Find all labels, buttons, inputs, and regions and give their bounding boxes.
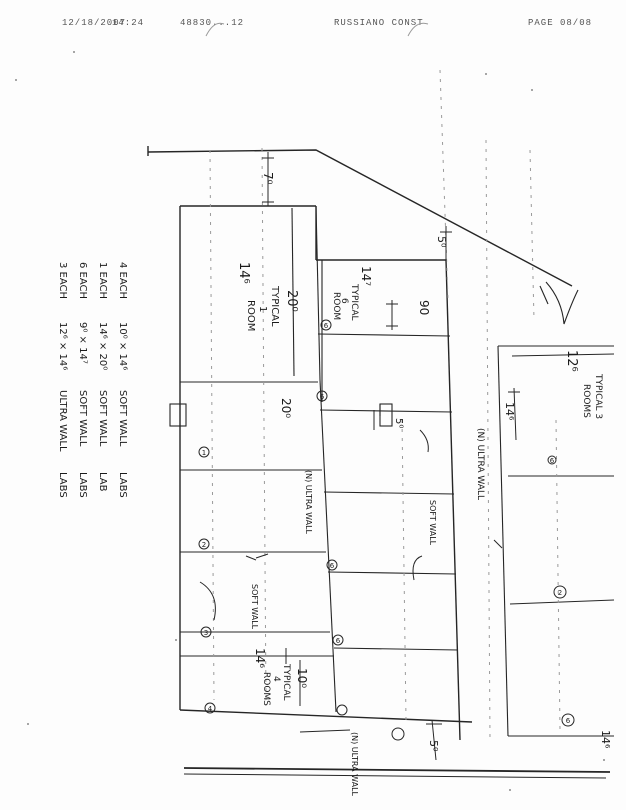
- dimension-7: 7⁰: [261, 172, 275, 185]
- room-20-count: 1: [257, 306, 268, 312]
- room-10-count: 4: [271, 676, 281, 682]
- soft-wall-left-label: SOFT WALL: [250, 584, 259, 630]
- legend-type-2: LABS: [77, 472, 88, 498]
- room-20-typical: TYPICAL: [269, 285, 280, 327]
- dimension-5-mid: 5⁰: [393, 418, 404, 428]
- room-tag-numbers: 6 6 1 2 3 4 6 6 2 6 6: [202, 322, 571, 725]
- legend-size-3: 14⁶ × 20⁰: [97, 322, 108, 370]
- room-20-depth: 14⁶: [236, 262, 251, 284]
- fax-time: 14:24: [112, 18, 145, 28]
- legend-type-4: LABS: [117, 472, 128, 498]
- legend-qty-4: 4 EACH: [117, 262, 128, 299]
- dimension-20-mid: 20⁰: [279, 398, 293, 418]
- room-tag: 3: [204, 629, 208, 637]
- punch-hole-mark: [205, 22, 225, 37]
- legend-qty-1: 3 EACH: [57, 262, 68, 299]
- legend-type-1: LABS: [57, 472, 68, 498]
- room-10-depth: 14⁶: [253, 648, 267, 668]
- scan-specks: [15, 51, 605, 791]
- room-20-room: ROOM: [245, 300, 256, 331]
- room-9-count: 6: [339, 298, 349, 304]
- fax-header: 12/18/2007 14:24 48830...12 RUSSIANO CON…: [0, 18, 626, 38]
- ultra-wall-right-label: (N) ULTRA WALL: [475, 428, 485, 500]
- fax-number: 48830...12: [180, 18, 245, 28]
- right-wing-rooms: [497, 281, 615, 737]
- room-10-rooms: ROOMS: [261, 672, 271, 706]
- room-tag-circles: [198, 319, 575, 741]
- punch-hole-mark: [407, 22, 429, 37]
- room-9-width: 90: [417, 300, 431, 315]
- legend-type-3: LAB: [97, 472, 108, 492]
- fax-page-number: PAGE 08/08: [528, 18, 593, 28]
- dimension-5-top: 5⁰: [435, 236, 448, 248]
- legend-qty-2: 6 EACH: [77, 262, 88, 299]
- room-146-mid: 14⁶: [503, 402, 516, 421]
- room-tag: 6: [566, 717, 571, 725]
- room-tag: 1: [202, 449, 206, 457]
- dimension-14-bottom: 14⁶: [599, 730, 612, 749]
- lab-schedule-legend: 3 EACH 12⁶ × 14⁶ ULTRA WALL LABS 6 EACH …: [57, 262, 128, 498]
- legend-wall-1: ULTRA WALL: [57, 390, 68, 452]
- ultra-wall-left-label: (N) ULTRA WALL: [304, 470, 313, 535]
- legend-qty-3: 1 EACH: [97, 262, 108, 299]
- room-20-width: 20⁰: [284, 290, 299, 312]
- room-126-rooms: ROOMS: [581, 384, 591, 418]
- ultra-wall-bottom-label: (N) ULTRA WALL: [350, 732, 359, 797]
- building-outline: [147, 146, 611, 779]
- dashed-grid-lines: [209, 69, 561, 741]
- dimension-lines: [245, 152, 520, 761]
- room-tag: 2: [202, 541, 206, 549]
- room-tag: 6: [336, 637, 341, 645]
- room-tag: 4: [208, 705, 213, 713]
- room-126-typical: TYPICAL 3: [593, 373, 603, 419]
- room-9-room: ROOM: [331, 292, 341, 320]
- left-rooms-grid: [180, 205, 337, 713]
- leader-arrows: [199, 429, 503, 621]
- room-tag: 6: [330, 562, 335, 570]
- room-9-typical: TYPICAL: [349, 283, 359, 321]
- legend-wall-4: SOFT WALL: [117, 390, 128, 447]
- dimension-5-bottom: 5⁰: [427, 740, 440, 752]
- legend-size-2: 9⁰ × 14⁷: [77, 322, 88, 364]
- room-9-depth: 14⁷: [359, 266, 373, 286]
- room-10-typical: TYPICAL: [281, 663, 291, 701]
- fax-sender-name: RUSSIANO CONST: [334, 18, 424, 28]
- fax-date: 12/18/2007: [62, 18, 127, 28]
- plan-labels: 7⁰ 5⁰ 20⁰ 14⁶ TYPICAL 1 ROOM 14⁷ 90 TYPI…: [236, 172, 612, 797]
- room-10-width: 10⁰: [295, 668, 309, 688]
- room-tag: 6: [550, 457, 555, 465]
- room-126-width: 12⁶: [564, 350, 579, 372]
- room-tag: 6: [320, 393, 325, 401]
- legend-wall-3: SOFT WALL: [97, 390, 108, 447]
- legend-wall-2: SOFT WALL: [77, 390, 88, 447]
- middle-rooms-grid: [169, 260, 459, 651]
- room-tag: 2: [558, 589, 562, 597]
- soft-wall-mid-label: SOFT WALL: [428, 500, 437, 546]
- legend-size-4: 10⁰ × 14⁶: [117, 322, 128, 370]
- room-tag: 6: [324, 322, 329, 330]
- legend-size-1: 12⁶ × 14⁶: [57, 322, 68, 370]
